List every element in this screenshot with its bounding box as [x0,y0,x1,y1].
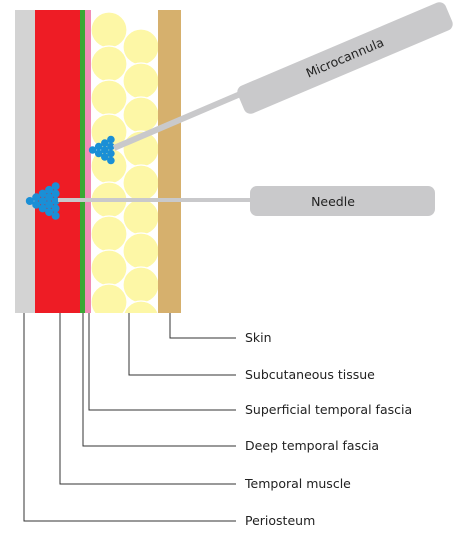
fat-lobule [91,79,128,117]
leader-line-superficial-fascia [88,313,236,411]
superficial-fascia-layer [85,10,91,313]
droplet [51,197,60,205]
fat-lobule [122,198,158,236]
fat-lobule [91,11,128,49]
droplet [38,197,47,205]
microcannula-deposit [88,135,115,165]
fat-lobule [123,300,158,313]
fat-lobule [91,283,128,313]
leader-line-skin [169,313,236,339]
droplet [107,135,115,144]
fat-lobule [122,28,158,66]
droplet [101,153,109,161]
droplet [107,156,115,165]
leader-line-deep-fascia [82,313,236,447]
droplet [51,189,60,198]
fat-lobule [122,96,158,134]
leader-line-periosteum [23,313,236,522]
droplet [94,149,103,158]
droplet [45,185,54,194]
droplet [25,197,34,205]
fat-lobule [122,164,158,202]
fat-lobule [91,215,128,253]
droplet [45,208,54,217]
needle-label: Needle [311,194,355,209]
periosteum-layer [15,10,35,313]
needle-deposit [25,182,60,220]
droplet [38,204,47,213]
label-skin: Skin [245,330,272,345]
droplet [107,149,115,158]
droplet [94,142,103,151]
fat-lobule [122,232,158,270]
microcannula-hub [237,2,453,114]
label-temporal-muscle: Temporal muscle [244,476,351,491]
droplet [32,193,41,202]
droplet [45,200,54,209]
droplet [32,200,41,209]
leader-line-subcutaneous [128,313,236,376]
deep-fascia-layer [80,10,85,313]
needle-instrument: Needle [58,186,435,216]
leader-line-temporal-muscle [59,313,236,485]
fat-lobules [91,11,158,313]
fat-lobule [91,249,128,287]
microcannula-shaft [112,89,247,151]
droplet [101,139,109,147]
droplet [88,146,97,154]
needle-hub [250,186,435,216]
microcannula-instrument: Microcannula [112,2,453,151]
droplet [51,204,60,213]
label-subcutaneous: Subcutaneous tissue [245,367,375,382]
label-superficial-fascia: Superficial temporal fascia [245,402,412,417]
droplet [51,182,60,191]
fat-lobule [122,266,158,304]
fat-lobule [122,62,158,100]
skin-layer [158,10,181,313]
label-periosteum: Periosteum [245,513,315,528]
droplet [51,211,60,220]
droplet [45,193,54,202]
droplet [107,142,115,151]
fat-lobule [91,45,128,83]
label-deep-fascia: Deep temporal fascia [245,438,379,453]
droplet [101,146,109,154]
droplet [38,189,47,198]
temporal-muscle-layer [35,10,80,313]
